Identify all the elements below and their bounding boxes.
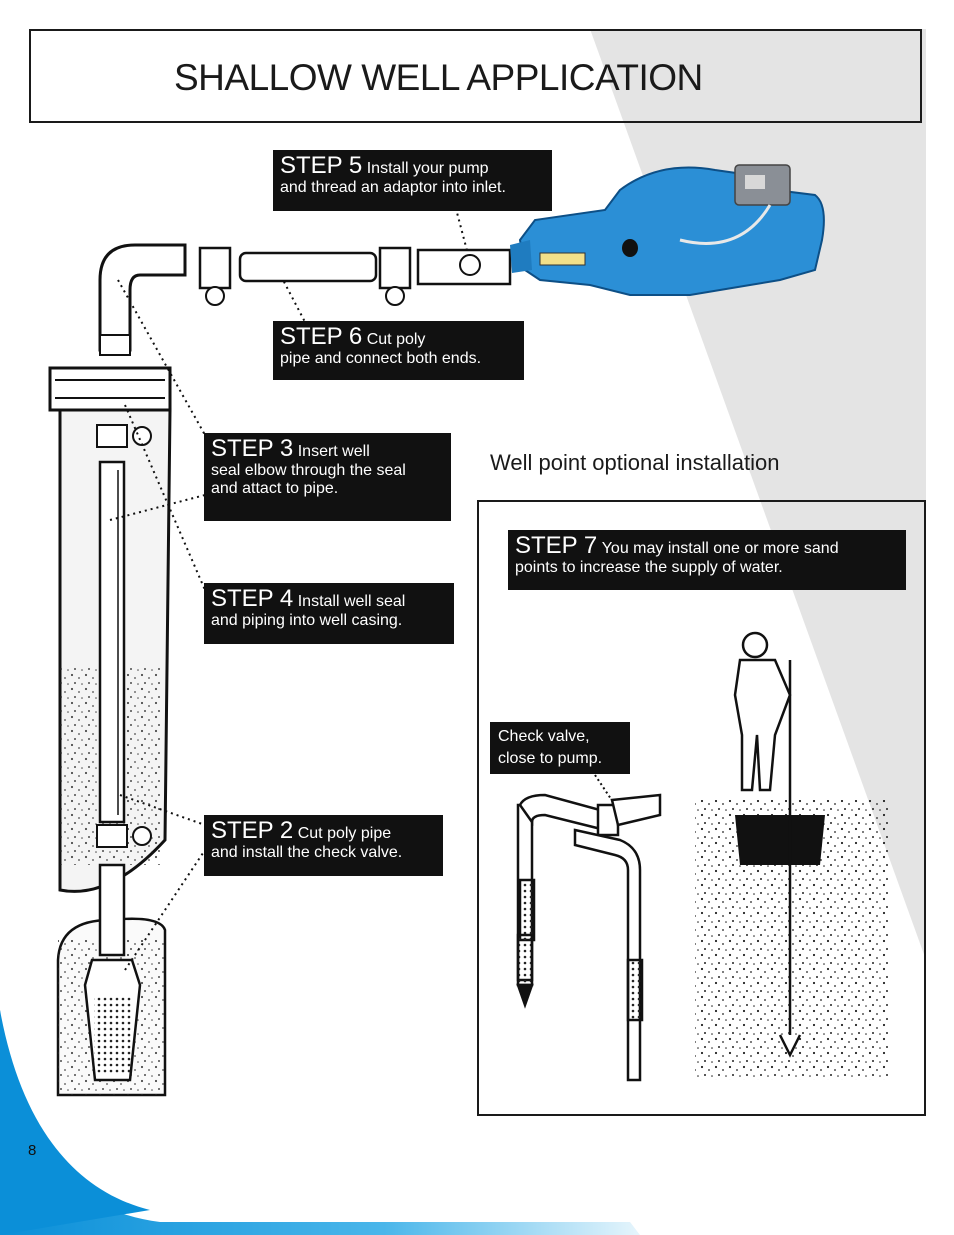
well-point-heading: Well point optional installation — [490, 450, 780, 475]
step7-head: STEP 7 — [515, 532, 598, 559]
step3-label: STEP 3 Insert well seal elbow through th… — [204, 433, 451, 521]
page-number: 8 — [28, 1142, 37, 1159]
step7-desc: You may install one or more sand — [601, 540, 839, 557]
step3-desc-line2: seal elbow through the seal — [211, 462, 406, 480]
step2-label: STEP 2 Cut poly pipe and install the che… — [204, 815, 443, 876]
step6-label: STEP 6 Cut poly pipe and connect both en… — [273, 321, 524, 380]
step5-desc: Install your pump — [366, 160, 489, 177]
step4-head: STEP 4 — [211, 585, 294, 612]
worker-illustration — [733, 631, 802, 1058]
step6-desc: Cut poly — [366, 331, 426, 348]
page-title: SHALLOW WELL APPLICATION — [174, 57, 703, 98]
step4-label: STEP 4 Install well seal and piping into… — [204, 583, 454, 644]
step2-head: STEP 2 — [211, 817, 294, 844]
step7-label: STEP 7 You may install one or more sand … — [508, 530, 906, 590]
step5-desc-line2: and thread an adaptor into inlet. — [280, 179, 506, 197]
title-box — [29, 29, 922, 123]
step5-head: STEP 5 — [280, 152, 363, 179]
check-valve-callout: Check valve, close to pump. — [490, 722, 630, 774]
step4-desc: Install well seal — [297, 593, 406, 610]
step5-label: STEP 5 Install your pump and thread an a… — [273, 150, 552, 211]
step4-desc-line2: and piping into well casing. — [211, 612, 403, 630]
step6-desc-line2: pipe and connect both ends. — [280, 350, 482, 368]
step3-head: STEP 3 — [211, 435, 294, 462]
sand-point-icon — [516, 793, 662, 1082]
step3-desc-line3: and attact to pipe. — [211, 479, 339, 497]
step2-desc: Cut poly pipe — [297, 825, 392, 842]
step7-desc-line2: points to increase the supply of water. — [515, 559, 783, 577]
callout-line2: close to pump. — [498, 750, 603, 768]
step6-head: STEP 6 — [280, 323, 363, 350]
callout-line1: Check valve, — [498, 728, 590, 745]
step3-desc: Insert well — [297, 443, 370, 460]
well-point-box — [477, 500, 926, 1116]
pump-illustration — [510, 164, 825, 296]
step2-desc-line2: and install the check valve. — [211, 844, 403, 862]
